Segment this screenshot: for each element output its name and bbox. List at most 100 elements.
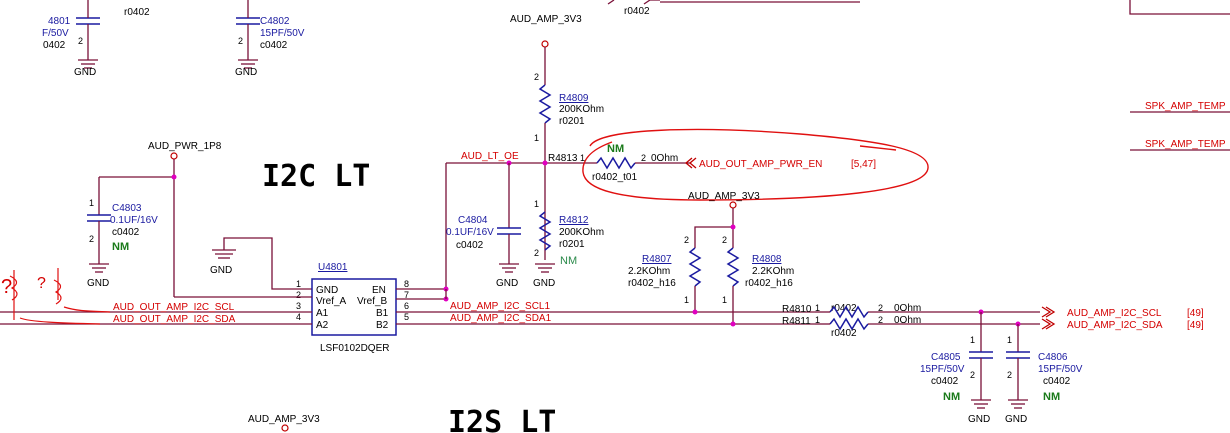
- power-aud-pwr-1p8: AUD_PWR_1P8: [148, 141, 222, 152]
- gnd-label: GND: [235, 67, 257, 78]
- c4803-ref: C4803: [112, 203, 142, 214]
- c4804-ref: C4804: [458, 215, 488, 226]
- c4805-pin2: 2: [970, 370, 975, 380]
- r4811-ref: R4811: [782, 316, 811, 327]
- power-aud-amp-3v3-bottom: AUD_AMP_3V3: [248, 414, 320, 425]
- c4801-ref: 4801: [48, 16, 71, 27]
- power-port-1p8: [170, 152, 178, 160]
- u4801-pin-num: 7: [404, 290, 409, 300]
- junction: [730, 224, 736, 230]
- r4808-pkg: r0402_h16: [745, 278, 793, 289]
- r4810-pin1: 1: [815, 303, 820, 313]
- c4802-pin: 2: [238, 36, 243, 46]
- c4806-pkg: c0402: [1043, 376, 1071, 387]
- r4807-pin2: 2: [684, 235, 689, 245]
- r4812-gnd: [535, 263, 555, 273]
- net-aud-amp-i2c-scl: AUD_AMP_I2C_SCL: [1067, 308, 1162, 319]
- junction: [171, 174, 177, 180]
- c4804-gnd: [499, 263, 519, 273]
- r-top-pkg: r0402: [124, 7, 150, 18]
- power-port-top: [541, 40, 549, 48]
- net-aud-out-amp-i2c-sda: AUD_OUT_AMP_I2C_SDA: [113, 314, 236, 325]
- c4802-value: 15PF/50V: [260, 28, 305, 39]
- net-spk-amp-temp-1: SPK_AMP_TEMP: [1145, 101, 1226, 112]
- r4811-pin2: 2: [878, 315, 883, 325]
- title-i2c-lt: I2C LT: [262, 159, 370, 194]
- r-top-mid-pkg: r0402: [624, 6, 650, 17]
- power-aud-amp-3v3-mid: AUD_AMP_3V3: [688, 191, 760, 202]
- u4801-pin-name: A2: [316, 320, 329, 331]
- offpage-arrow-scl: [1041, 306, 1056, 318]
- r4810-pkg: r0402: [831, 303, 857, 314]
- r4809-pin1: 1: [534, 133, 539, 143]
- u4801-pin-num: 4: [296, 312, 301, 322]
- u4801-pin-name: EN: [372, 285, 386, 296]
- power-aud-amp-3v3-top: AUD_AMP_3V3: [510, 14, 582, 25]
- r4811-value: 0Ohm: [894, 315, 921, 326]
- u4801-pin-name: A1: [316, 308, 329, 319]
- r4811-pkg: r0402: [831, 328, 857, 339]
- c4804-pkg: c0402: [456, 240, 484, 251]
- r4807-resistor: [688, 247, 702, 287]
- r4808-ref: R4808: [752, 254, 782, 265]
- gnd-label: GND: [87, 278, 109, 289]
- u4801-pin-num: 6: [404, 301, 409, 311]
- r4811-resistor: [829, 317, 869, 331]
- r4808-resistor: [726, 247, 740, 287]
- c4803-pin2: 2: [89, 234, 94, 244]
- r4808-pin1: 1: [722, 295, 727, 305]
- r4808-pin2: 2: [722, 235, 727, 245]
- c4803-pin1: 1: [89, 198, 94, 208]
- c4805-value: 15PF/50V: [920, 364, 965, 375]
- c4802-pkg: c0402: [260, 40, 288, 51]
- r4812-resistor: [538, 211, 552, 251]
- u4801-body: [311, 278, 397, 336]
- c4805-pkg: c0402: [931, 376, 959, 387]
- hand-drawn-ellipse: [582, 128, 929, 201]
- r4813-value: 0Ohm: [651, 153, 678, 164]
- gnd-label: GND: [968, 414, 990, 425]
- gnd-label: GND: [533, 278, 555, 289]
- net-scl-ref: [49]: [1187, 308, 1204, 319]
- hand-drawn-question-2: ?: [37, 275, 46, 292]
- u4801-pin-name: B2: [376, 320, 389, 331]
- c4804-value: 0.1UF/16V: [446, 227, 494, 238]
- offpage-arrow-sda: [1041, 318, 1056, 330]
- r4810-resistor: [829, 305, 869, 319]
- net-aud-amp-i2c-sda1: AUD_AMP_I2C_SDA1: [450, 313, 552, 324]
- net-aud-out-amp-pwr-en: AUD_OUT_AMP_PWR_EN: [699, 159, 822, 170]
- r4809-ref: R4809: [559, 93, 589, 104]
- r4809-pkg: r0201: [559, 116, 585, 127]
- c4801-pkg: 0402: [43, 40, 66, 51]
- r4809-resistor: [538, 84, 552, 124]
- u4801-pin-num: 3: [296, 301, 301, 311]
- r4813-pin2: 2: [641, 153, 646, 163]
- net-sda-ref: [49]: [1187, 320, 1204, 331]
- top-right-box: [1129, 0, 1230, 15]
- r4812-pkg: r0201: [559, 239, 585, 250]
- r4807-ref: R4807: [642, 254, 672, 265]
- u4801-pin-name: B1: [376, 308, 389, 319]
- u4801-pin-num: 2: [296, 290, 301, 300]
- r4807-pin1: 1: [684, 295, 689, 305]
- c4806-ref: C4806: [1038, 352, 1068, 363]
- r4812-value: 200KOhm: [559, 227, 604, 238]
- c4803-pkg: c0402: [112, 227, 140, 238]
- c4805-nm: NM: [943, 391, 960, 403]
- c4801-value: F/50V: [42, 28, 69, 39]
- title-i2s-lt: I2S LT: [448, 405, 556, 433]
- hand-drawn-squiggles: [9, 268, 62, 320]
- r4810-pin2: 2: [878, 303, 883, 313]
- r4812-nm: NM: [560, 255, 577, 267]
- u4801-part: LSF0102DQER: [320, 343, 389, 354]
- r-top-mid-partial: [607, 0, 660, 5]
- c4803-value: 0.1UF/16V: [110, 215, 158, 226]
- c4801-pin: 2: [78, 36, 83, 46]
- c4806-gnd: [1008, 399, 1028, 409]
- junction: [730, 321, 736, 327]
- gnd-label: GND: [74, 67, 96, 78]
- r4808-value: 2.2KOhm: [752, 266, 794, 277]
- c4806-pin1: 1: [1007, 335, 1012, 345]
- net-aud-amp-i2c-scl1: AUD_AMP_I2C_SCL1: [450, 301, 550, 312]
- net-aud-out-amp-i2c-scl: AUD_OUT_AMP_I2C_SCL: [113, 302, 235, 313]
